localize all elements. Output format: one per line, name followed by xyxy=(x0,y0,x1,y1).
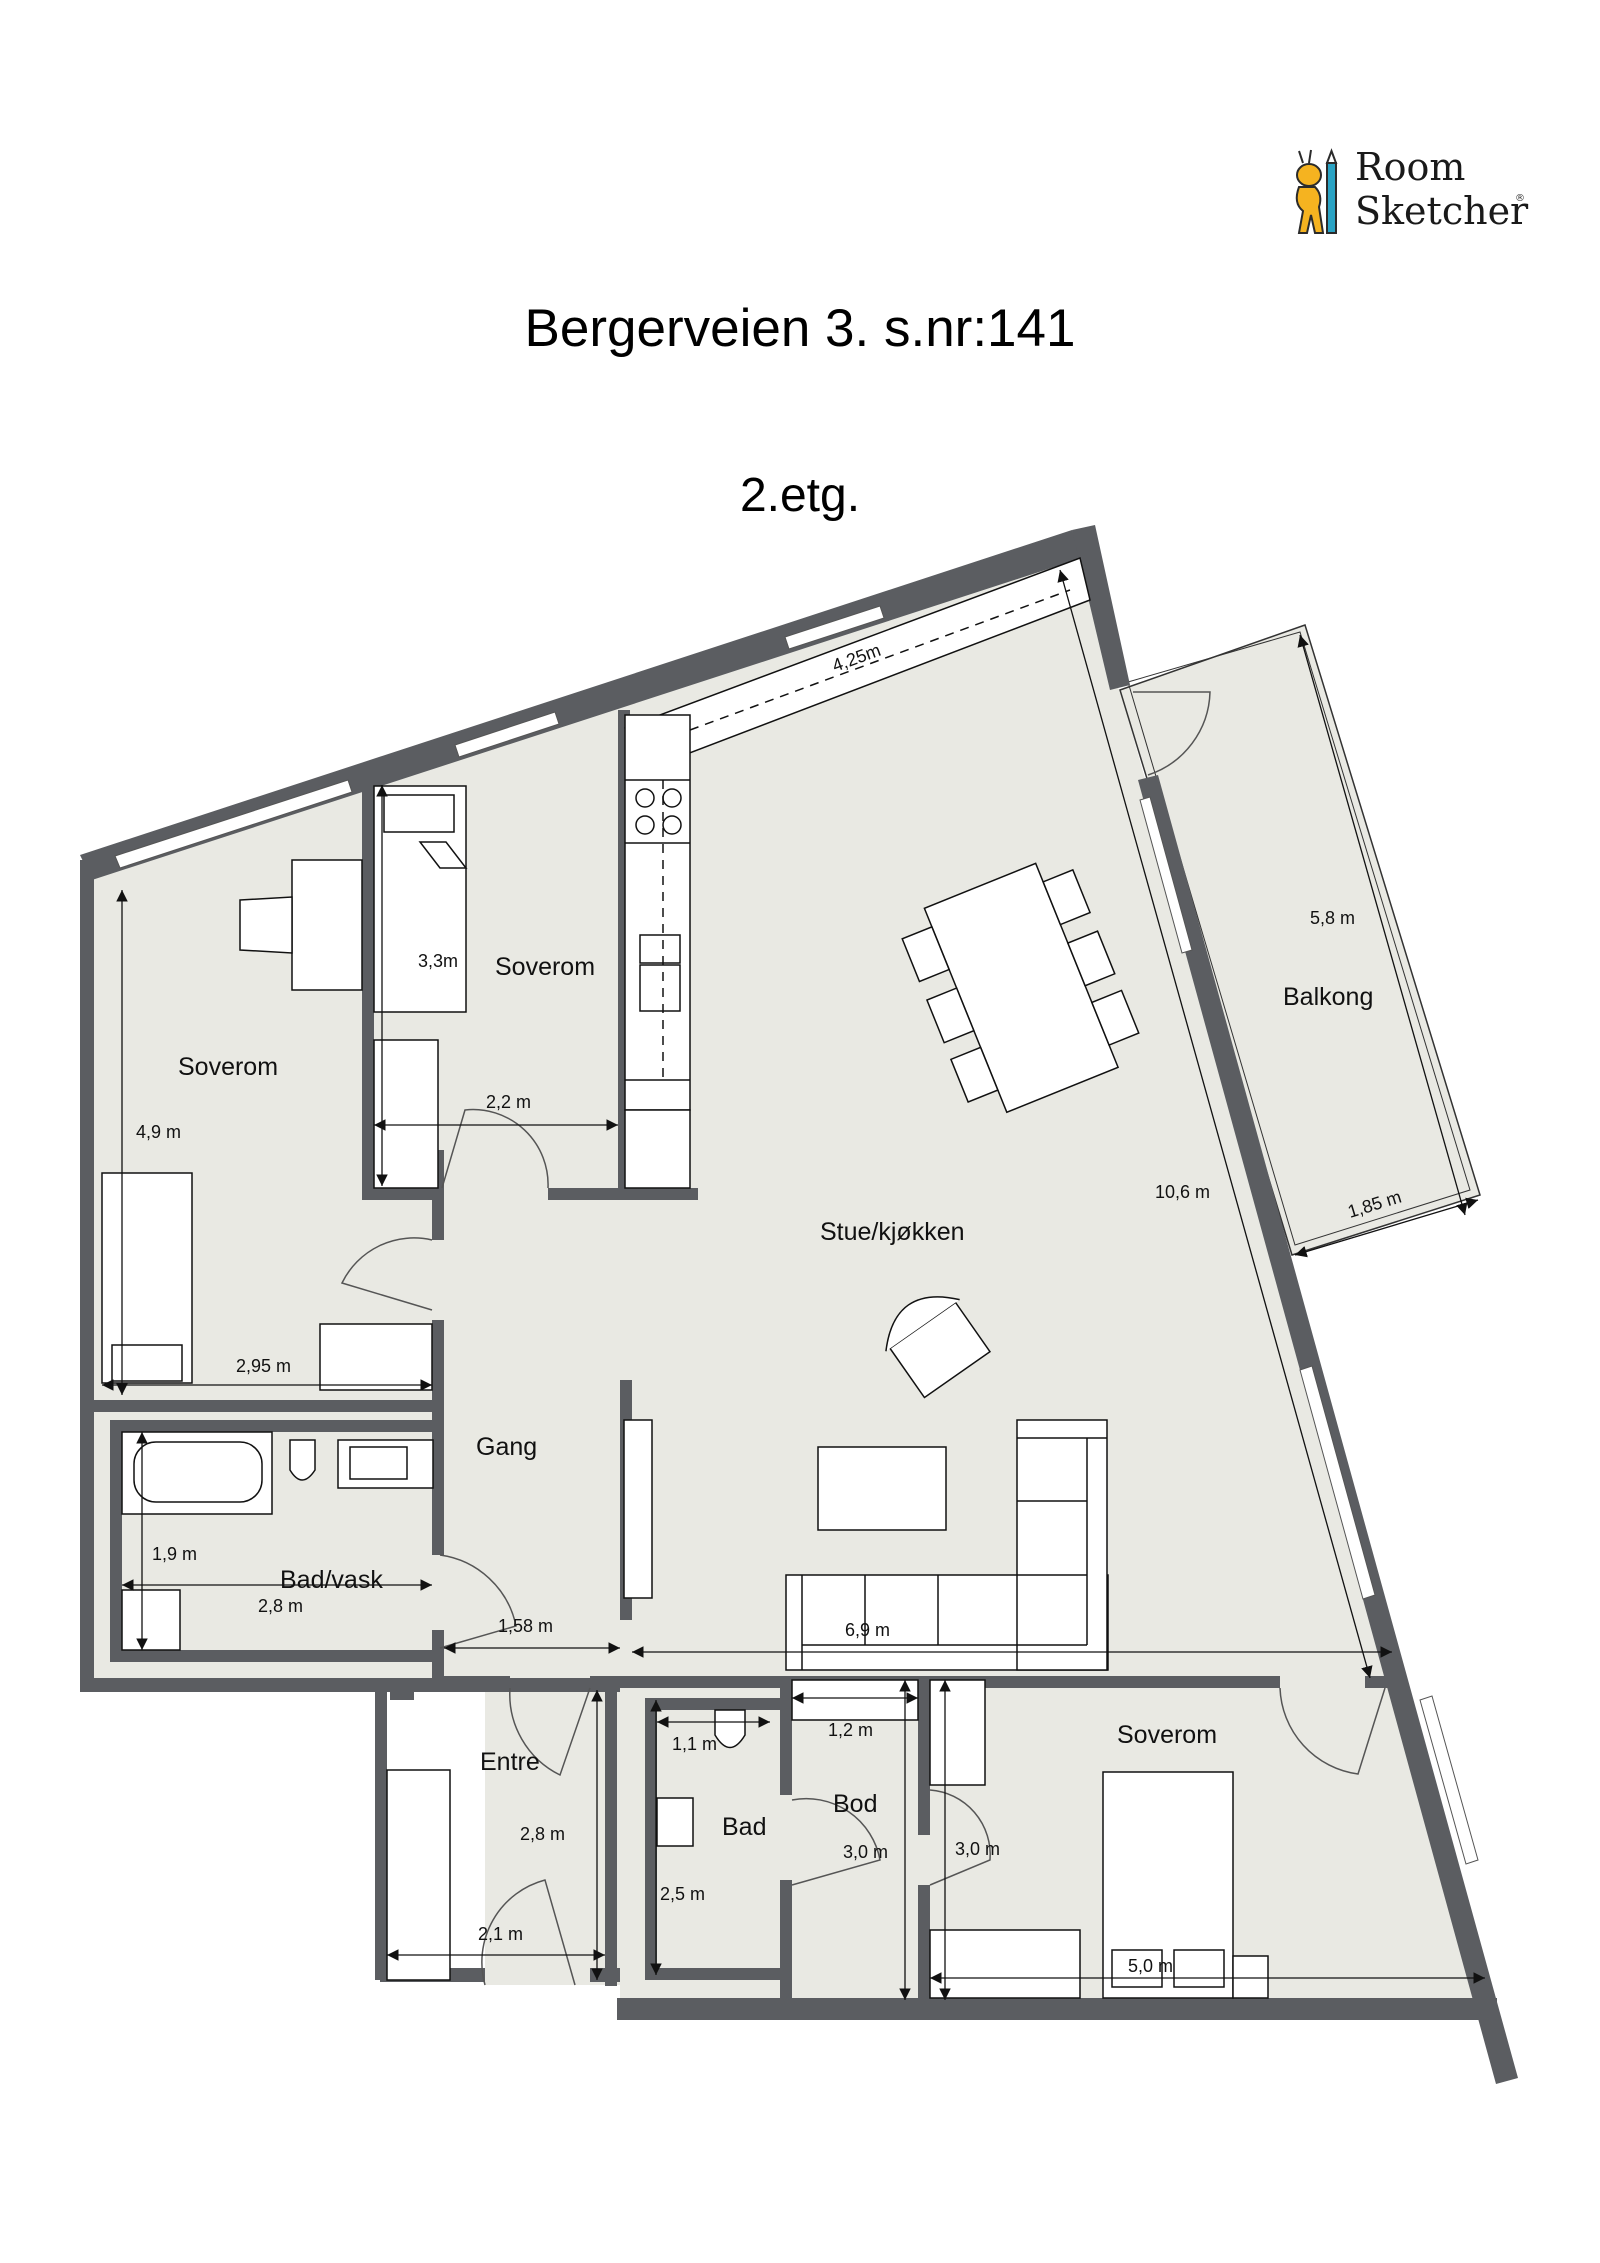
wardrobe-east xyxy=(929,1679,986,1786)
dim-bedroom-small-length: 3,3m xyxy=(418,951,458,971)
dim-balcony-length: 5,8 m xyxy=(1310,908,1355,928)
coffee-table xyxy=(817,1446,947,1531)
door-bathroom xyxy=(791,1797,881,1886)
wardrobe-small xyxy=(373,1039,439,1189)
dim-bedroom-small-width: 2,2 m xyxy=(486,1092,531,1112)
room-label-living-kitchen: Stue/kjøkken xyxy=(820,1218,965,1246)
dim-bath-laundry-length: 1,9 m xyxy=(152,1544,197,1564)
room-label-bedroom-small: Soverom xyxy=(495,953,595,981)
toilet xyxy=(289,1439,316,1481)
dim-hallway-width: 1,58 m xyxy=(498,1616,553,1636)
door-bedroom-east xyxy=(1279,1687,1386,1775)
room-label-entrance: Entre xyxy=(480,1748,540,1776)
floor-label: 2.etg. xyxy=(739,469,861,522)
dim-bath-laundry-width: 2,8 m xyxy=(258,1596,303,1616)
bath-sink xyxy=(656,1797,694,1847)
storage-shelf xyxy=(791,1679,919,1721)
tv-bench xyxy=(623,1419,653,1599)
dishwasher xyxy=(639,964,681,1012)
room-label-bath-laundry: Bad/vask xyxy=(280,1566,383,1594)
dim-living-width: 6,9 m xyxy=(845,1620,890,1640)
dim-bedroom-east-width: 5,0 m xyxy=(1128,1956,1173,1976)
kitchen-counter-side xyxy=(624,714,691,1111)
dim-entrance-length: 2,8 m xyxy=(520,1824,565,1844)
registered-mark: ® xyxy=(1515,193,1525,204)
door-bedroom-west xyxy=(340,1237,433,1311)
entrance-wardrobe xyxy=(386,1769,451,1981)
dimension-lines xyxy=(102,569,1485,2000)
sink xyxy=(639,934,681,964)
mascot-pencil-icon xyxy=(1295,148,1338,234)
dim-bathroom-length: 2,5 m xyxy=(660,1884,705,1904)
dim-bathroom-width: 1,1 m xyxy=(672,1734,717,1754)
door-front xyxy=(481,1879,576,1986)
dim-storage-width: 1,2 m xyxy=(828,1720,873,1740)
room-label-bedroom-east: Soverom xyxy=(1117,1721,1217,1749)
logo-line2: Sketcher xyxy=(1355,189,1529,233)
door-entrance-inner xyxy=(509,1687,591,1777)
door-bath-laundry xyxy=(439,1554,517,1649)
dim-bedroom-west-width: 2,95 m xyxy=(236,1356,291,1376)
room-label-storage: Bod xyxy=(833,1790,877,1818)
page-title: Bergerveien 3. s.nr:141 xyxy=(524,299,1076,358)
desk xyxy=(291,859,363,991)
room-label-hallway: Gang xyxy=(476,1433,537,1461)
chest-east xyxy=(929,1929,1081,1999)
roomsketcher-logo: Room Sketcher ® xyxy=(1285,145,1545,245)
dresser xyxy=(319,1323,433,1391)
desk-chair xyxy=(239,896,293,954)
dim-bedroom-west-length: 4,9 m xyxy=(136,1122,181,1142)
room-label-balcony: Balkong xyxy=(1283,983,1373,1011)
armchair xyxy=(885,1296,992,1399)
room-labels: Soverom Soverom Stue/kjøkken Balkong Gan… xyxy=(178,953,1373,1841)
dim-bedroom-east-length: 3,0 m xyxy=(955,1839,1000,1859)
washer xyxy=(121,1589,181,1651)
dim-entrance-width: 2,1 m xyxy=(478,1924,523,1944)
room-label-bathroom: Bad xyxy=(722,1813,766,1841)
dim-living-length: 10,6 m xyxy=(1155,1182,1210,1202)
bath-toilet xyxy=(714,1709,746,1749)
room-label-bedroom-west: Soverom xyxy=(178,1053,278,1081)
dim-storage-length: 3,0 m xyxy=(843,1842,888,1862)
nightstand xyxy=(1232,1955,1269,1999)
logo-line1: Room xyxy=(1355,145,1466,189)
